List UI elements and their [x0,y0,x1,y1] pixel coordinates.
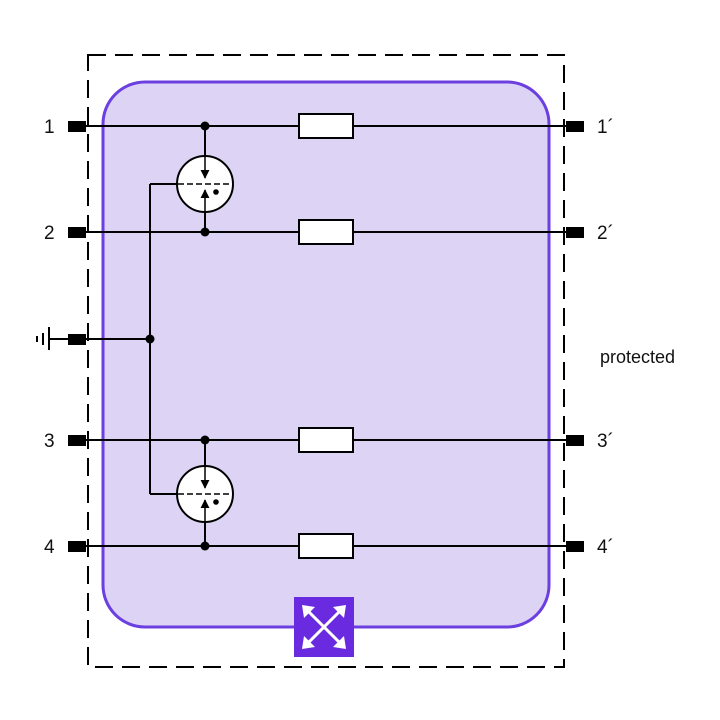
terminal-label-right: 2´ [597,223,614,244]
junction-dot [200,121,210,131]
terminal-label-left: 3 [44,431,55,452]
junction-dot [200,541,210,551]
terminal-label-right: 4´ [597,537,614,558]
junction-dots [145,121,210,551]
terminal-pad-right-1 [566,121,584,132]
bidirectional-arrows-icon [294,597,354,657]
junction-dot [200,435,210,445]
protected-side-label: protected [600,347,675,367]
terminal-label-left: 4 [44,537,55,558]
terminal-pad-left-3 [68,435,86,446]
terminal-pad-left-4 [68,541,86,552]
terminal-pad-ground [68,334,86,345]
junction-dot [200,227,210,237]
resistor-icon [298,427,354,453]
terminal-pad-right-3 [566,435,584,446]
terminal-pad-left-2 [68,227,86,238]
terminal-pad-right-2 [566,227,584,238]
terminal-pad-right-4 [566,541,584,552]
gas-discharge-tube-icon [176,465,234,523]
gas-discharge-tube-icon [176,155,234,213]
ground-icon [36,327,68,350]
terminal-label-right: 1´ [597,117,614,138]
resistors [298,113,354,559]
terminal-label-left: 1 [44,117,55,138]
terminal-label-left: 2 [44,223,55,244]
dashed-enclosure [87,54,565,668]
terminal-label-right: 3´ [597,431,614,452]
resistor-icon [298,533,354,559]
terminal-pads [68,121,584,552]
junction-dot [145,334,155,344]
resistor-icon [298,219,354,245]
resistor-icon [298,113,354,139]
terminal-pad-left-1 [68,121,86,132]
